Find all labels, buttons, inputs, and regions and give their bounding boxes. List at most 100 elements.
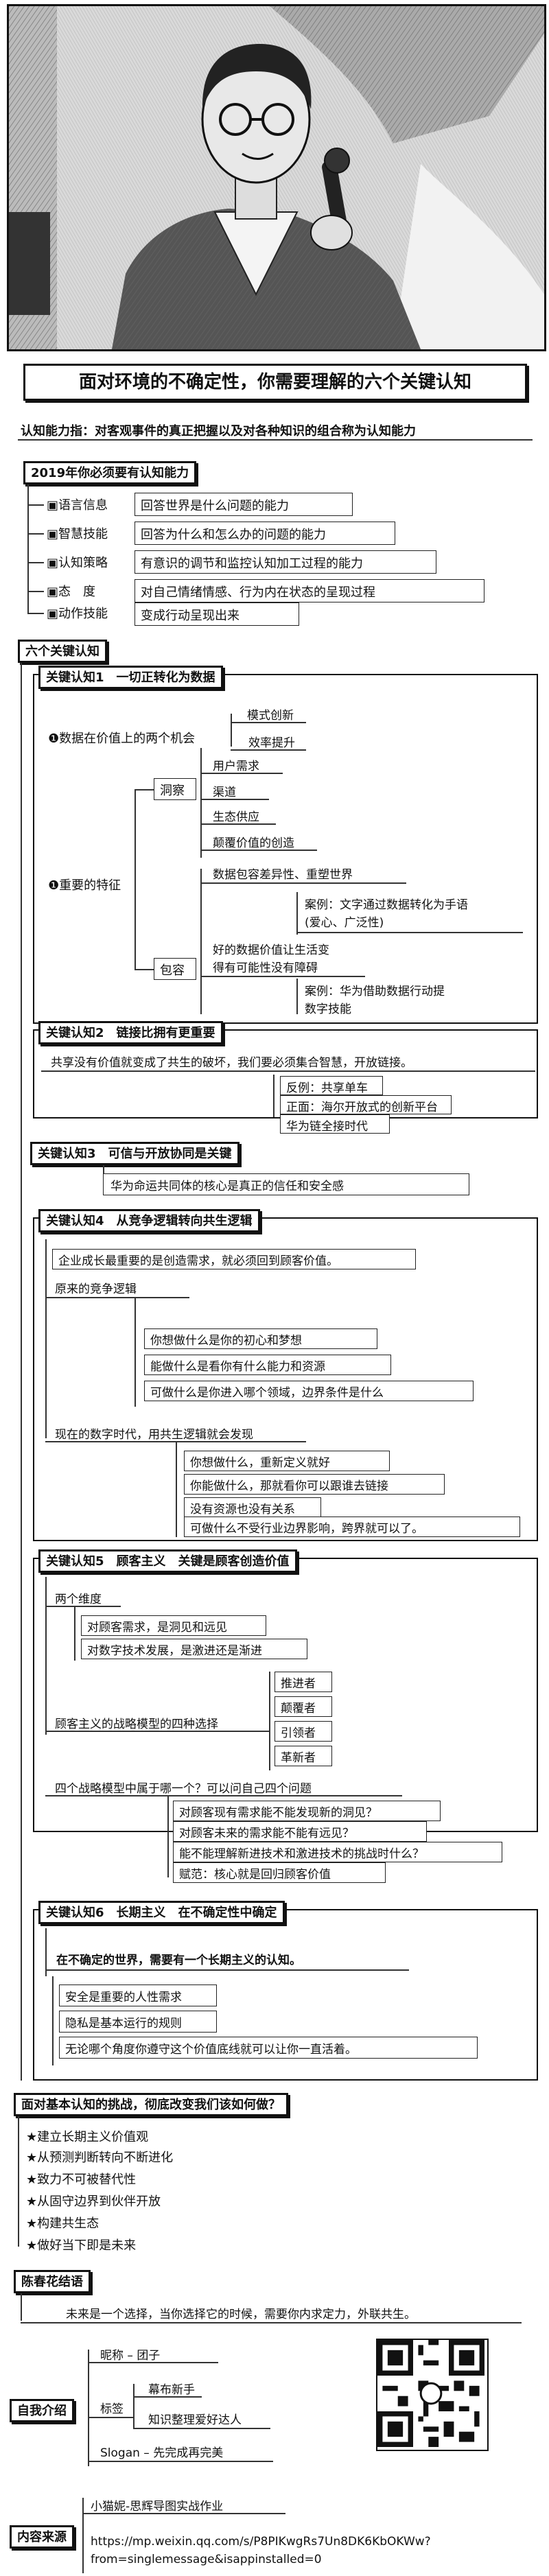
k1-opportunity-label: ❶数据在价值上的两个机会 [48, 731, 196, 746]
challenge-item-2-text: 从预测判断转向不断进化 [37, 2151, 174, 2165]
k5-dim-bracket [74, 1606, 75, 1661]
k5-question-line [45, 1795, 402, 1796]
source-link[interactable]: https://mp.weixin.qq.com/s/P8PIKwgRs7Un8… [91, 2535, 431, 2549]
source-link-line-2[interactable]: https://mp.weixin.qq.com/s/P8PIKwgRs7Un8… [91, 2535, 431, 2549]
k4-old-1: 你想做什么是你的初心和梦想 [144, 1328, 377, 1349]
k6-header-text: 关键认知6 长期主义 在不确定性中确定 [46, 1906, 277, 1920]
challenge-item-3-text: 致力不可被替代性 [37, 2173, 137, 2187]
k1-package-bracket [200, 869, 202, 1014]
k3-text: 华为命运共同体的核心是真正的信任和安全感 [103, 1173, 469, 1195]
k2-header: 关键认知2 链接比拥有更重要 [38, 1021, 223, 1044]
k1-insight-4: 颠覆价值的创造 [213, 836, 294, 850]
k2-example-2-text: 正面：海尔开放式的创新平台 [286, 1101, 438, 1114]
ability-key-2: ▣智慧技能 [47, 527, 108, 541]
k6-item-2: 隐私是基本运行的规则 [59, 2011, 217, 2033]
k2-header-text: 关键认知2 链接比拥有更重要 [46, 1026, 215, 1040]
k5-choice-1-text: 推进者 [281, 1677, 316, 1691]
ability-key-5: ▣动作技能 [47, 607, 108, 621]
k5-header-text: 关键认知5 顾客主义 关键是顾客创造价值 [46, 1554, 290, 1569]
intro-tag-1-line [133, 2396, 202, 2398]
intro-tag-1: 幕布新手 [148, 2383, 195, 2397]
k2-example-3-text: 华为链全接时代 [286, 1120, 368, 1134]
k5-frame [33, 1558, 538, 1832]
challenge-bracket [18, 2116, 19, 2247]
k4-now-2: 你能做什么，那就看你可以跟谁去链接 [184, 1474, 445, 1495]
k5-dim-1: 对顾客需求，是洞见和远见 [81, 1615, 266, 1636]
k4-now-2-text: 你能做什么，那就看你可以跟谁去链接 [190, 1479, 388, 1493]
k5-q-1-text: 对顾客现有需求能不能发现新的洞见？ [179, 1806, 377, 1820]
ability-branch [27, 591, 44, 592]
intro-tag-2-line [133, 2428, 270, 2429]
k1-insight-4-line [200, 850, 317, 851]
k1-insight-label: 洞察 [154, 778, 196, 800]
ability-desc-3: 有意识的调节和监控认知加工过程的能力 [135, 550, 436, 574]
k2-example-3: 华为链全接时代 [280, 1114, 390, 1134]
source-link-cont[interactable]: from=singlemessage&isappinstalled=0 [91, 2553, 322, 2566]
challenge-item-6-text: 做好当下即是未来 [37, 2238, 137, 2253]
section-2019-connector [27, 484, 29, 613]
k1-insight-1-line [200, 773, 283, 774]
ability-desc-2-text: 回答为什么和怎么办的问题的能力 [141, 528, 326, 542]
k1-package-label-text: 包容 [160, 963, 185, 978]
ability-desc-2: 回答为什么和怎么办的问题的能力 [135, 522, 395, 545]
k1-header-text: 关键认知1 一切正转化为数据 [46, 670, 215, 685]
k4-now-1: 你想做什么，重新定义就好 [184, 1451, 390, 1471]
intro-slogan-label: Slogan [100, 2446, 140, 2460]
k6-item-1-text: 安全是重要的人性需求 [65, 1991, 182, 2004]
k4-old-3: 可做什么是你进入哪个领域，边界条件是什么 [144, 1381, 474, 1401]
challenge-item-1: ★建立长期主义价值观 [26, 2130, 149, 2144]
k4-now-3-text: 没有资源也没有关系 [190, 1503, 295, 1517]
intro-slogan-value: 先完成再完美 [153, 2446, 224, 2460]
k4-old-1-text: 你想做什么是你的初心和梦想 [150, 1334, 302, 1348]
section-2019-header: 2019年你必须要有认知能力 [23, 461, 197, 484]
k3-text-inner: 华为命运共同体的核心是真正的信任和安全感 [110, 1180, 344, 1193]
k6-item-3-text: 无论哪个角度你遵守这个价值底线就可以让你一直活着。 [65, 2043, 357, 2057]
k6-header: 关键认知6 长期主义 在不确定性中确定 [38, 1901, 285, 1924]
k5-q-2: 对顾客未来的需求能不能有远见？ [173, 1821, 427, 1842]
qr-code-icon [377, 2340, 484, 2447]
k1-opportunity-2: 效率提升 [248, 736, 295, 750]
summary-header: 陈春花结语 [14, 2270, 91, 2293]
k5-choice-bracket [269, 1672, 270, 1770]
k1-feature-branch [135, 969, 154, 970]
k4-old-2-text: 能做什么是看你有什么能力和资源 [150, 1360, 325, 1374]
k2-example-1: 反例：共享单车 [280, 1076, 383, 1095]
k1-opportunity-bracket [231, 714, 232, 747]
k1-value-line2: 得有可能性没有障碍 [213, 961, 318, 975]
ability-key-3-text: 认知策略 [58, 556, 108, 570]
k1-feature-branch [135, 789, 154, 791]
k1-insight-2: 渠道 [213, 786, 236, 799]
k6-items-bracket [52, 1976, 54, 2065]
ability-desc-5: 变成行动呈现出来 [135, 602, 299, 626]
k5-q-4-text: 赋范：核心就是回归顾客价值 [179, 1868, 331, 1882]
k5-choice-4: 革新者 [274, 1746, 332, 1766]
k5-choice-2: 颠覆者 [274, 1696, 332, 1717]
k1-case2-line1: 案例：华为借助数据行动提 [305, 985, 445, 998]
k1-frame [33, 674, 538, 1024]
k1-case1-line2: (爱心、广泛性) [305, 916, 384, 930]
definition-text: 认知能力指：对客观事件的真正把握以及对各种知识的组合称为认知能力 [21, 424, 416, 438]
k4-now-4-text: 可做什么不受行业边界影响，跨界就可以了。 [190, 1522, 423, 1536]
k1-opportunity-1: 模式创新 [247, 709, 294, 723]
intro-tag-2: 知识整理爱好达人 [148, 2413, 242, 2427]
source-link-line-3[interactable]: from=singlemessage&isappinstalled=0 [91, 2553, 322, 2566]
k1-feature-label-text: 重要的特征 [59, 878, 121, 893]
ability-desc-3-text: 有意识的调节和监控认知加工过程的能力 [141, 557, 363, 571]
k5-dim-2: 对数字技术发展，是激进还是渐进 [81, 1639, 307, 1659]
ability-desc-5-text: 变成行动呈现出来 [141, 609, 240, 623]
summary-bracket [21, 2293, 22, 2321]
k4-old-3-text: 可做什么是你进入哪个领域，边界条件是什么 [150, 1386, 384, 1400]
source-header: 内容来源 [10, 2525, 74, 2549]
qr-code[interactable] [376, 2339, 489, 2451]
summary-header-text: 陈春花结语 [21, 2275, 83, 2289]
ability-key-1-text: 语言信息 [58, 498, 108, 513]
k4-old-label-line [45, 1297, 189, 1298]
intro-tags-line [88, 2417, 133, 2418]
challenge-item-5: ★构建共生态 [26, 2216, 100, 2231]
k5-q-3: 能不能理解新进技术和激进技术的挑战时什么？ [173, 1842, 502, 1862]
ability-key-2-text: 智慧技能 [58, 527, 108, 541]
k1-package-intro-line [200, 882, 406, 884]
title-banner: 面对环境的不确定性，你需要理解的六个关键认知 [23, 364, 527, 401]
k5-questions-bracket [167, 1795, 169, 1877]
challenge-item-4: ★从固守边界到伙伴开放 [26, 2194, 161, 2209]
